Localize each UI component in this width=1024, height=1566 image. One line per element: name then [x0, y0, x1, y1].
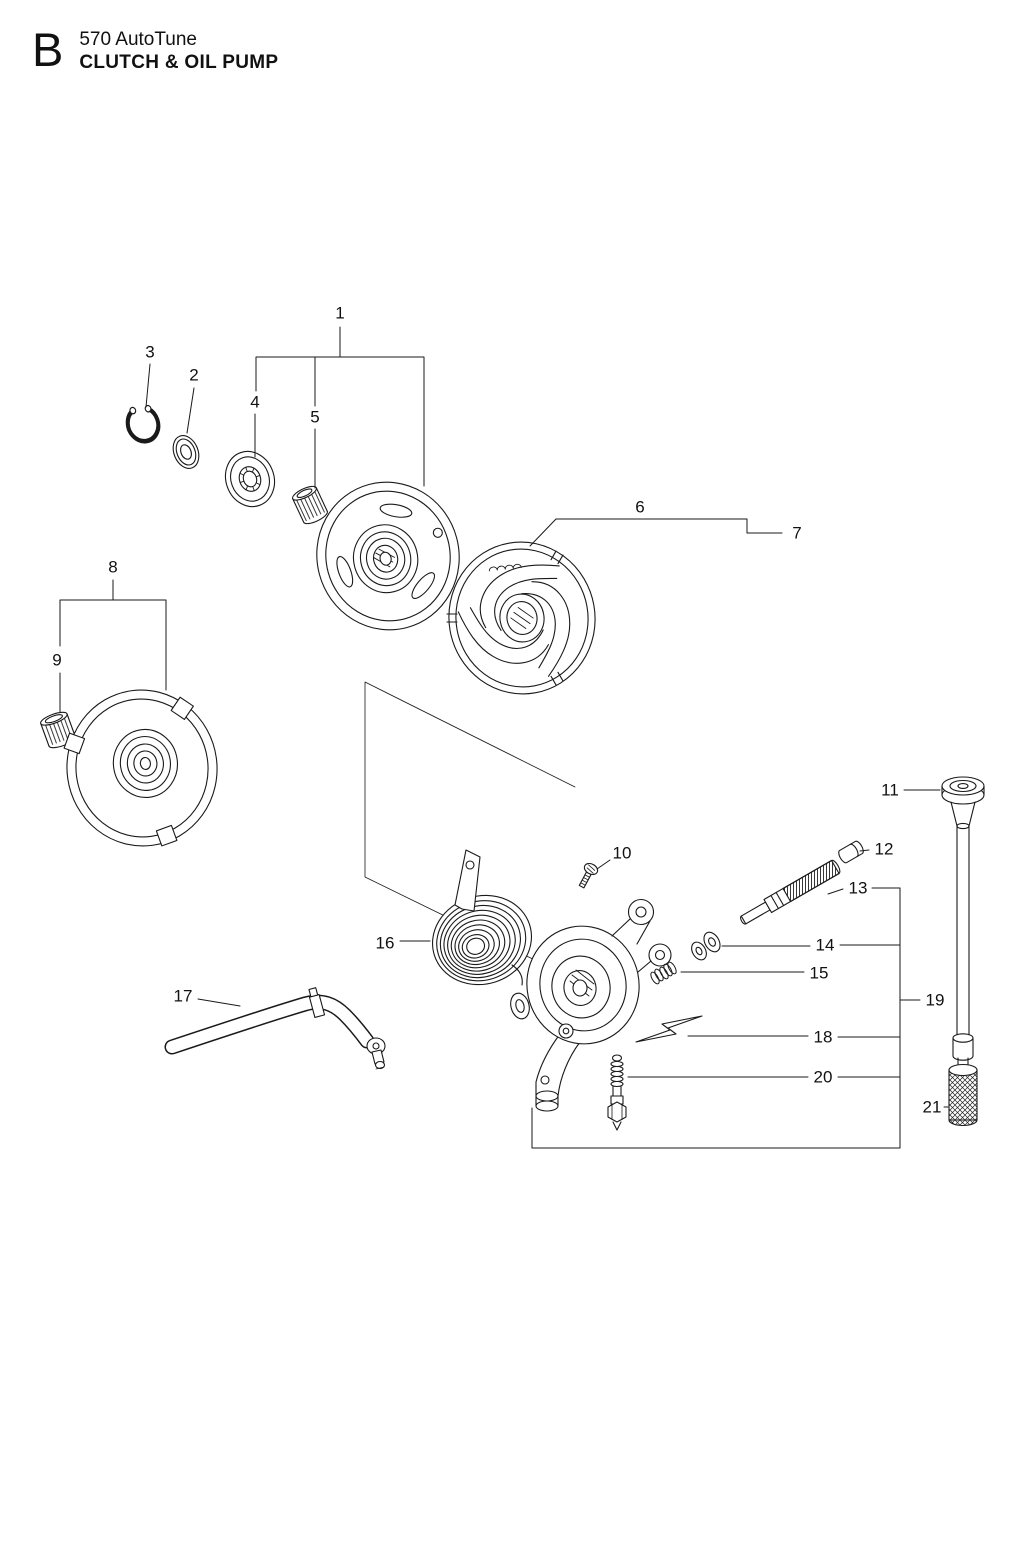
part-snap-ring — [125, 404, 161, 444]
callout-11: 11 — [879, 780, 901, 800]
callout-19: 19 — [923, 990, 947, 1010]
part-clutch-shoe-assembly — [446, 541, 596, 695]
callout-8: 8 — [106, 557, 120, 577]
section-letter: B — [32, 23, 64, 76]
part-screw — [578, 862, 599, 889]
callout-18: 18 — [811, 1027, 835, 1047]
callout-2: 2 — [187, 365, 201, 385]
callout-21: 21 — [920, 1097, 944, 1117]
header-text: 570 AutoTune CLUTCH & OIL PUMP — [79, 26, 278, 75]
callout-9: 9 — [50, 650, 64, 670]
callout-13: 13 — [846, 878, 870, 898]
part-clutch-drum — [316, 481, 460, 631]
callout-5: 5 — [308, 407, 322, 427]
callout-17: 17 — [171, 986, 195, 1006]
part-cap — [838, 840, 864, 864]
callout-10: 10 — [610, 843, 634, 863]
part-oil-pickup-hose — [164, 987, 386, 1070]
callout-16: 16 — [373, 933, 397, 953]
part-plunger — [607, 1054, 627, 1131]
callout-20: 20 — [811, 1067, 835, 1087]
callout-4: 4 — [248, 392, 262, 412]
part-needle-bearing — [292, 485, 328, 525]
part-pump-piston — [740, 859, 841, 925]
part-washer — [172, 435, 200, 469]
leader-lines — [59, 326, 949, 1149]
part-spring — [650, 961, 677, 985]
callout-7: 7 — [790, 523, 804, 543]
callout-3: 3 — [143, 342, 157, 362]
part-oil-hose — [941, 776, 985, 1127]
part-arrow-clip — [635, 1015, 703, 1043]
page-title: CLUTCH & OIL PUMP — [79, 52, 279, 73]
part-washers — [691, 931, 721, 961]
part-needle-bearing-left — [40, 711, 76, 749]
callout-15: 15 — [807, 963, 831, 983]
part-oil-pump-body — [510, 898, 672, 1112]
part-worm-gear-spring — [431, 849, 533, 986]
model-name: 570 AutoTune — [79, 29, 197, 50]
part-clutch-drum-left — [63, 689, 218, 847]
callout-1: 1 — [333, 303, 347, 323]
callout-12: 12 — [872, 839, 896, 859]
callout-6: 6 — [633, 497, 647, 517]
page-header: B 570 AutoTune CLUTCH & OIL PUMP — [32, 26, 278, 75]
callout-14: 14 — [813, 935, 837, 955]
part-sprocket-hub — [224, 450, 276, 508]
